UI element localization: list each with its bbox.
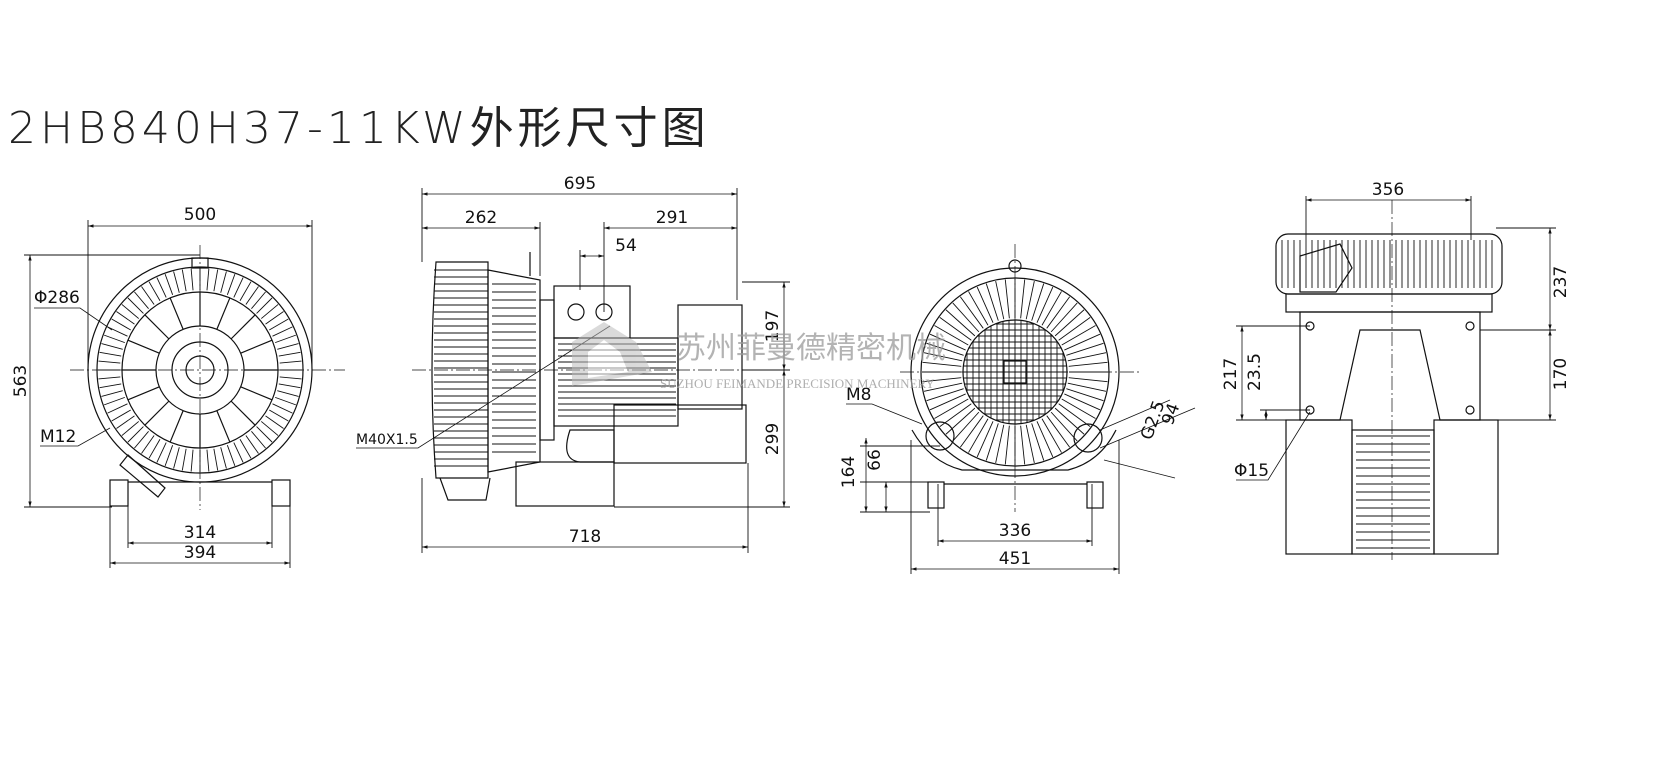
top-motor-fins	[1356, 435, 1430, 549]
dim-side-lower: 299	[763, 423, 783, 455]
dim-top-height-mid: 217	[1221, 358, 1241, 390]
dim-front-height: 563	[11, 365, 31, 397]
label-top-hole: Φ15	[1234, 461, 1269, 481]
drawing-title: 2HB840H37-11KW外形尺寸图	[8, 103, 710, 154]
dim-top-width: 356	[1372, 180, 1404, 200]
rear-fins	[922, 279, 1108, 465]
dim-side-right: 291	[656, 208, 688, 228]
top-view: 356 237 170 217 23.5 Φ15	[1221, 180, 1571, 560]
dim-front-base-inner: 314	[184, 523, 216, 543]
dim-side-flange: 54	[615, 236, 637, 256]
label-side-thread: M40X1.5	[356, 432, 418, 448]
dim-rear-base-inner: 336	[999, 521, 1031, 541]
dim-top-height: 237	[1551, 266, 1571, 298]
rear-view: M8 G2.5 94 164 66 336 451	[839, 244, 1196, 574]
front-view: 500 563 Φ286 M12 314 394	[11, 205, 345, 568]
dim-side-overall: 695	[564, 174, 596, 194]
dim-front-diameter: Φ286	[34, 288, 80, 308]
front-spokes	[122, 292, 278, 448]
side-view: 695 262 291 54 197 299 718 M40X1.5	[356, 174, 790, 553]
dim-rear-base-outer: 451	[999, 549, 1031, 569]
dim-rear-height-2: 66	[865, 449, 885, 471]
dim-front-base-outer: 394	[184, 543, 216, 563]
dim-side-left: 262	[465, 208, 497, 228]
dim-front-width: 500	[184, 205, 216, 225]
dim-top-offset: 23.5	[1245, 353, 1265, 391]
rear-grille	[963, 320, 1067, 424]
front-fins	[98, 268, 302, 472]
watermark-company-cn: 苏州菲曼德精密机械	[676, 331, 946, 366]
side-fins	[434, 269, 488, 467]
company-logo	[572, 322, 652, 386]
dim-side-upper: 197	[763, 310, 783, 342]
top-fins	[1281, 240, 1493, 288]
label-rear-bolt: M8	[846, 385, 871, 405]
side-fins-2	[492, 283, 536, 453]
label-front-bolt: M12	[40, 427, 76, 447]
dim-rear-height-1: 164	[839, 456, 859, 488]
dim-top-height-right: 170	[1551, 358, 1571, 390]
watermark-company-en: SUZHOU FEIMANDE PRECISION MACHINERY	[660, 376, 935, 391]
dim-side-base: 718	[569, 527, 601, 547]
company-watermark: 苏州菲曼德精密机械 SUZHOU FEIMANDE PRECISION MACH…	[572, 322, 946, 391]
